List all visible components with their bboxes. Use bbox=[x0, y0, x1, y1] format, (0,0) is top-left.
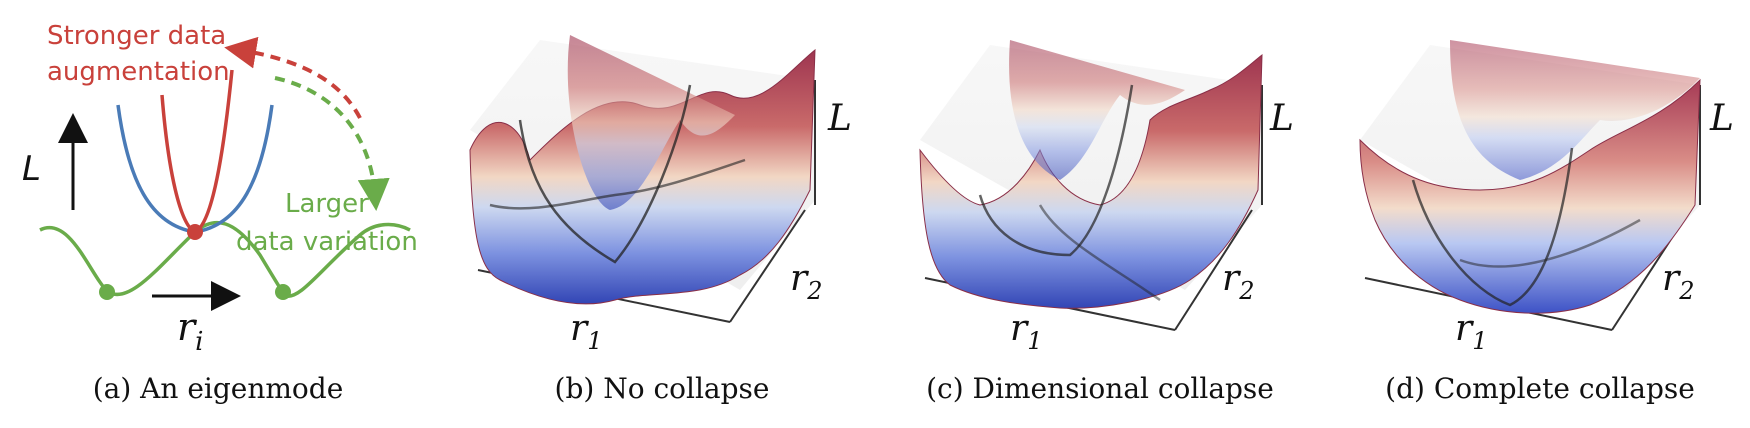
panel-a: L ri Stronger data augmentation Larger d… bbox=[22, 21, 418, 357]
l-axis-label: L bbox=[22, 149, 41, 189]
larger-variation-label: Larger data variation bbox=[236, 189, 418, 257]
red-curve bbox=[160, 69, 234, 234]
l-label-c: L bbox=[1269, 98, 1294, 139]
r1-label-b: r1 bbox=[570, 308, 603, 355]
r2-label-b: r2 bbox=[790, 258, 823, 305]
l-label-b: L bbox=[827, 98, 852, 139]
surface-b-peak bbox=[567, 35, 735, 210]
contour-c-2 bbox=[1038, 204, 1161, 302]
green-min-left bbox=[99, 284, 115, 300]
red-dashed-arrow bbox=[224, 36, 362, 119]
red-min-point bbox=[187, 224, 203, 240]
contour-c-1 bbox=[978, 84, 1134, 257]
surface-c bbox=[919, 54, 1263, 309]
caption-b: (b) No collapse bbox=[554, 372, 770, 405]
r2-label-c: r2 bbox=[1222, 258, 1255, 305]
surface-c-peak bbox=[1009, 40, 1185, 180]
r2-axis-line-c bbox=[1174, 209, 1253, 331]
green-dashed-arrow bbox=[274, 76, 390, 211]
blue-curve bbox=[116, 104, 274, 234]
r2-axis-line bbox=[729, 209, 806, 323]
r2-label-d: r2 bbox=[1662, 258, 1695, 305]
panel-b: r1 r2 L bbox=[469, 35, 852, 355]
panel-d: r1 r2 L bbox=[1359, 40, 1734, 355]
contour-b-1 bbox=[518, 84, 692, 264]
l-label-d: L bbox=[1709, 98, 1734, 139]
panel-c: r1 r2 L bbox=[919, 40, 1294, 355]
r1-label-d: r1 bbox=[1455, 308, 1488, 355]
contour-d-1 bbox=[1411, 147, 1574, 307]
r1-label-c: r1 bbox=[1010, 308, 1043, 355]
surface-d bbox=[1359, 78, 1701, 314]
stronger-augmentation-label: Stronger data augmentation bbox=[47, 21, 235, 87]
caption-c: (c) Dimensional collapse bbox=[926, 372, 1274, 405]
contour-d-2 bbox=[1459, 218, 1641, 268]
caption-d: (d) Complete collapse bbox=[1385, 372, 1695, 405]
r-axis-label: ri bbox=[177, 305, 204, 357]
surface-d-peak bbox=[1450, 40, 1700, 180]
contour-b-2 bbox=[489, 158, 746, 210]
green-min-right bbox=[275, 284, 291, 300]
caption-a: (a) An eigenmode bbox=[92, 372, 344, 405]
